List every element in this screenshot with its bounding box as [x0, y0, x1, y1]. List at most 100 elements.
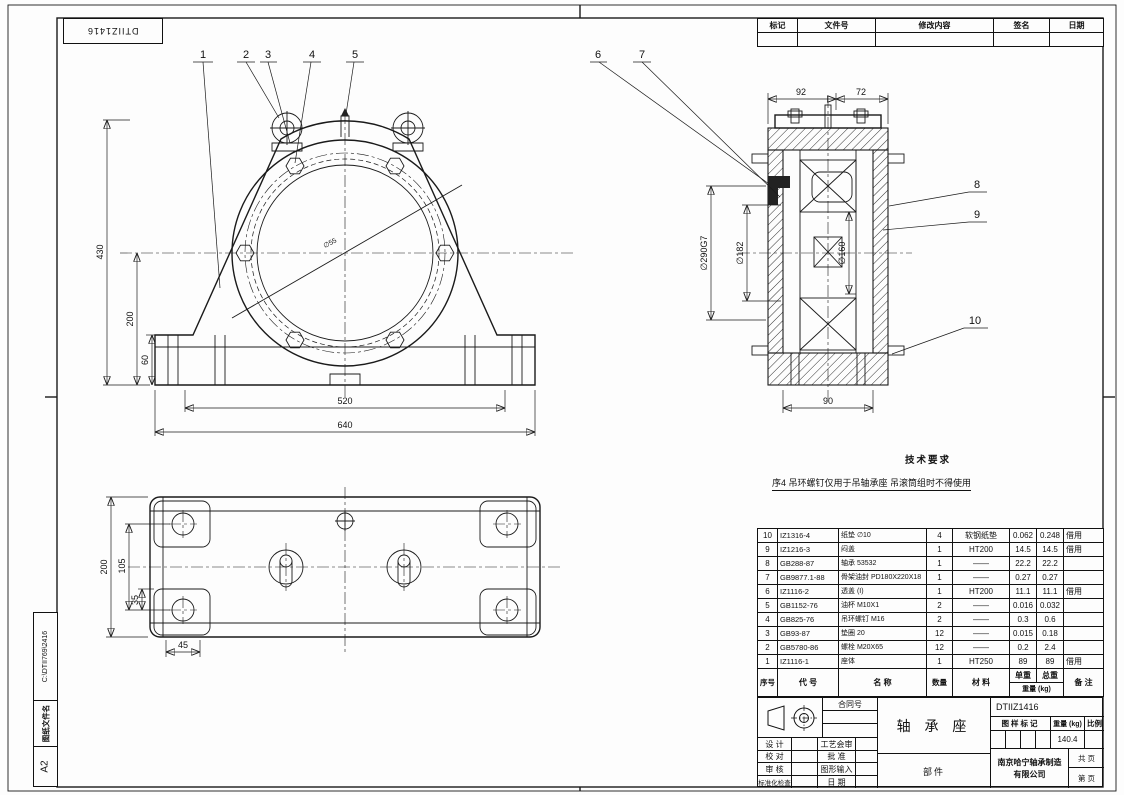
- dim-label: 90: [823, 396, 833, 406]
- bom-cell-code: GB9877.1-88: [777, 570, 839, 585]
- sheet-size-cell: A2: [34, 747, 57, 786]
- bom-header-material: 材 料: [952, 668, 1010, 697]
- bom-cell-no: 4: [757, 612, 778, 627]
- bom-cell-no: 6: [757, 584, 778, 599]
- corner-drawing-code-text: DTIIZ1416: [87, 26, 139, 36]
- bom-cell-qty: 12: [926, 626, 953, 641]
- bom-cell-no: 3: [757, 626, 778, 641]
- dim-label: 520: [337, 396, 352, 406]
- bom-cell-qty: 1: [926, 584, 953, 599]
- corner-drawing-code: DTIIZ1416: [63, 18, 163, 44]
- dim-label: 35: [130, 595, 140, 605]
- bom-cell-note: 借用: [1063, 528, 1104, 543]
- bom-cell-note: 借用: [1063, 542, 1104, 557]
- projection-symbol-icon: [767, 704, 817, 731]
- revision-empty-row: [757, 32, 1104, 47]
- dim-label: ∅160: [837, 242, 847, 265]
- dim-label: 200: [125, 311, 135, 326]
- bom-cell-unit: 0.2: [1009, 640, 1037, 655]
- page-number-label: 第 页: [1077, 773, 1096, 783]
- dim-label: 640: [337, 420, 352, 430]
- bom-cell-note: [1063, 598, 1104, 613]
- bom-cell-name: 透盖 (I): [838, 584, 927, 599]
- bom-header-code: 代 号: [777, 668, 839, 697]
- sheet-meta-strip: C:\DTII769\2416 图纸文件名 A2: [33, 612, 58, 787]
- bom-cell-no: 2: [757, 640, 778, 655]
- bom-header: 序号 代 号 名 称 数量 材 料 单重 总重 备 注 重量 (kg): [757, 668, 1104, 697]
- revision-header-content: 修改内容: [875, 18, 994, 33]
- bom-cell-material: 软钢纸垫: [952, 528, 1010, 543]
- bom-cell-no: 5: [757, 598, 778, 613]
- bom-cell-unit: 0.016: [1009, 598, 1037, 613]
- file-path-cell: C:\DTII769\2416: [34, 613, 57, 701]
- bom-header-no: 序号: [757, 668, 778, 697]
- weight-label: 重量 (kg): [1051, 717, 1085, 731]
- mark-cell: [1021, 731, 1036, 749]
- title-block: 合同号 设 计 工艺会审 校 对 批 准 审 核 图形输入 标准化检查 日 期 …: [757, 697, 1104, 788]
- part-name: 轴 承 座: [878, 698, 991, 754]
- mark-label: 图样标记: [991, 717, 1051, 731]
- bom-cell-unit: 14.5: [1009, 542, 1037, 557]
- revision-header-mark: 标记: [757, 18, 798, 33]
- bom-cell-material: HT250: [952, 654, 1010, 669]
- contract-label: 合同号: [823, 698, 878, 711]
- balloon-number: 5: [352, 49, 358, 61]
- balloon-number: 7: [639, 49, 645, 61]
- dim-label: 92: [796, 87, 806, 97]
- dim-label: 105: [117, 558, 127, 573]
- bom-header-weight-unit: 重量 (kg): [1009, 682, 1064, 697]
- bom-cell-unit: 0.27: [1009, 570, 1037, 585]
- bom-cell-material: ——: [952, 556, 1010, 571]
- dim-label: 200: [99, 559, 109, 574]
- bom-cell-name: 轴承 53532: [838, 556, 927, 571]
- bom-cell-note: 借用: [1063, 654, 1104, 669]
- bom-header-note: 备 注: [1063, 668, 1104, 697]
- bom-cell-unit: 0.3: [1009, 612, 1037, 627]
- bom-cell-qty: 1: [926, 654, 953, 669]
- bom-cell-no: 9: [757, 542, 778, 557]
- bom-cell-material: ——: [952, 612, 1010, 627]
- bom-cell-code: GB825-76: [777, 612, 839, 627]
- bom-cell-material: ——: [952, 598, 1010, 613]
- bom-cell-code: GB288-87: [777, 556, 839, 571]
- sign-label-date: 日 期: [818, 776, 856, 788]
- sign-label-cad-input: 图形输入: [818, 763, 856, 776]
- bom-cell-qty: 4: [926, 528, 953, 543]
- bom-cell-code: GB5780-86: [777, 640, 839, 655]
- sign-label-review: 审 核: [758, 763, 792, 776]
- bom-cell-name: 闷盖: [838, 542, 927, 557]
- bom-cell-qty: 12: [926, 640, 953, 655]
- bom-cell-total: 0.18: [1036, 626, 1064, 641]
- bom-cell-no: 10: [757, 528, 778, 543]
- bom-cell-no: 7: [757, 570, 778, 585]
- bom-header-unit-weight: 单重: [1009, 668, 1037, 683]
- front-view-dimensions: 430 200 60 520 640 ∅55: [95, 119, 536, 436]
- dim-label: 72: [856, 87, 866, 97]
- bom-cell-total: 22.2: [1036, 556, 1064, 571]
- bom-cell-material: ——: [952, 626, 1010, 641]
- revision-header-sign: 签名: [993, 18, 1050, 33]
- bom-cell-qty: 1: [926, 570, 953, 585]
- sign-blank: [792, 763, 818, 776]
- dim-label: ∅182: [735, 242, 745, 265]
- bom-cell-total: 89: [1036, 654, 1064, 669]
- bom-cell-material: ——: [952, 570, 1010, 585]
- bom-cell-qty: 1: [926, 556, 953, 571]
- sign-blank: [856, 763, 878, 776]
- balloon-number: 3: [265, 49, 271, 61]
- border-frame: [7, 4, 1117, 792]
- bom-cell-total: 0.032: [1036, 598, 1064, 613]
- bom-cell-name: 吊环螺钉 M16: [838, 612, 927, 627]
- sign-blank: [792, 776, 818, 788]
- sign-label-standardization: 标准化检查: [758, 776, 792, 788]
- balloon-number: 6: [595, 49, 601, 61]
